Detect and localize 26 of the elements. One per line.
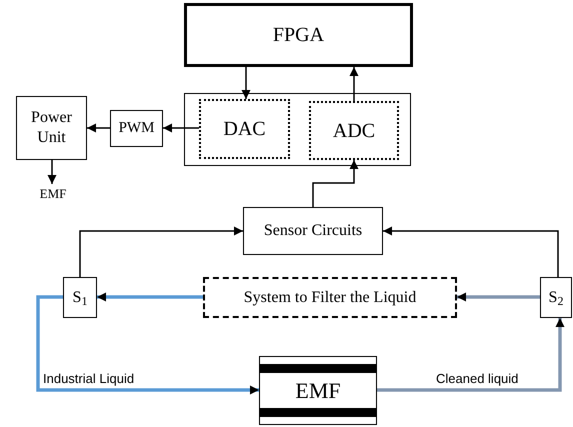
process-box: DAC	[199, 99, 290, 159]
converter-box	[184, 93, 411, 166]
process-box: System to Filter the Liquid	[203, 277, 457, 318]
arrow	[163, 124, 199, 132]
arrow	[79, 226, 243, 277]
sensor-box: S$_{1}$	[63, 277, 97, 318]
pipe-arrow	[36, 295, 259, 394]
process-box: Sensor Circuits	[243, 207, 383, 255]
emf-unit: EMF	[259, 356, 377, 425]
pipe-arrow	[377, 318, 564, 392]
process-box: PWM	[110, 110, 163, 147]
arrow	[87, 124, 110, 132]
arrow	[48, 160, 56, 184]
pipe-arrow	[97, 292, 203, 302]
pipe-arrow	[457, 292, 540, 302]
arrow	[312, 160, 358, 207]
edge-label: Industrial Liquid	[42, 372, 136, 385]
edge-label: Cleaned liquid	[435, 372, 520, 385]
arrow	[383, 226, 559, 277]
output-label: EMF	[40, 185, 66, 204]
process-box: ADC	[309, 101, 399, 160]
process-box: Power Unit	[16, 96, 87, 160]
arrow	[350, 67, 358, 101]
sensor-box: S$_{2}$	[540, 277, 572, 318]
process-box: FPGA	[184, 3, 413, 67]
arrow	[242, 67, 250, 99]
